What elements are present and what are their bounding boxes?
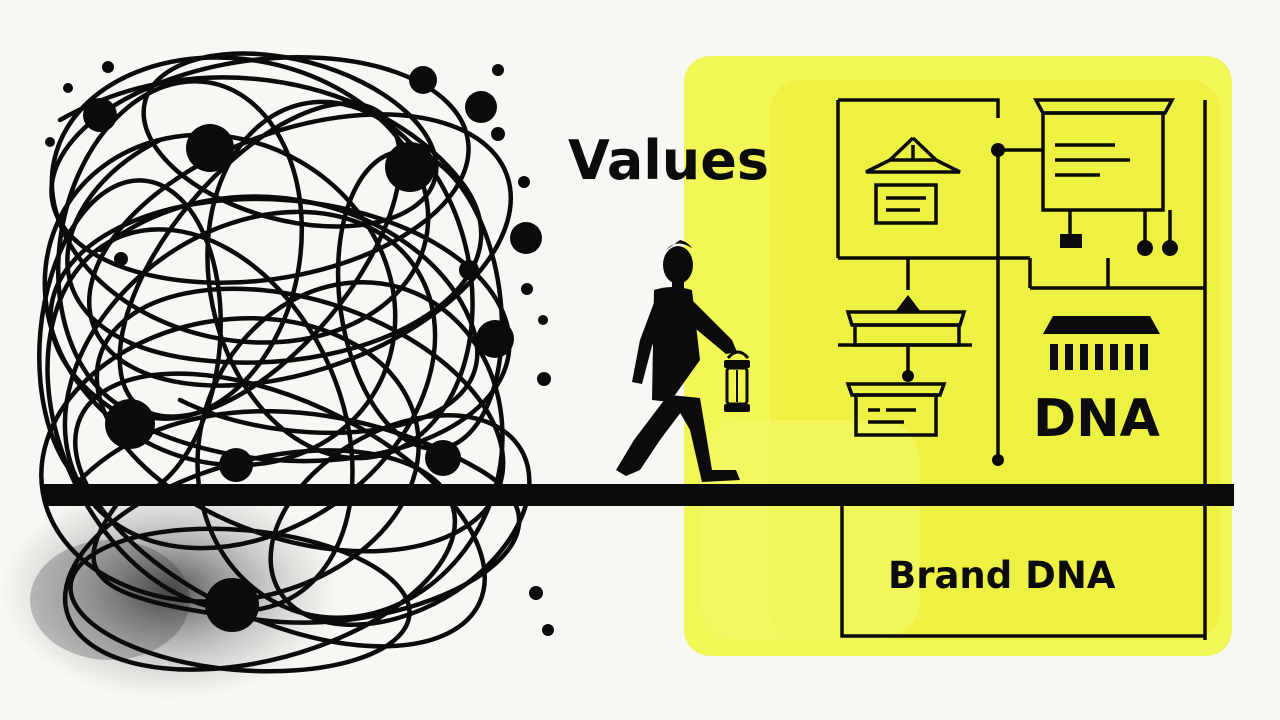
- diagram-nodes: [895, 143, 1178, 466]
- values-diagram: [836, 98, 1207, 640]
- ground-line: [44, 484, 1234, 506]
- dna-label: DNA: [1033, 389, 1160, 449]
- building-icon: [1043, 316, 1160, 370]
- scattered-dots: [45, 61, 554, 636]
- walking-person-icon: [616, 240, 740, 482]
- values-label: Values: [568, 129, 769, 192]
- lantern-icon: [724, 350, 750, 412]
- brand-dna-label: Brand DNA: [888, 554, 1116, 597]
